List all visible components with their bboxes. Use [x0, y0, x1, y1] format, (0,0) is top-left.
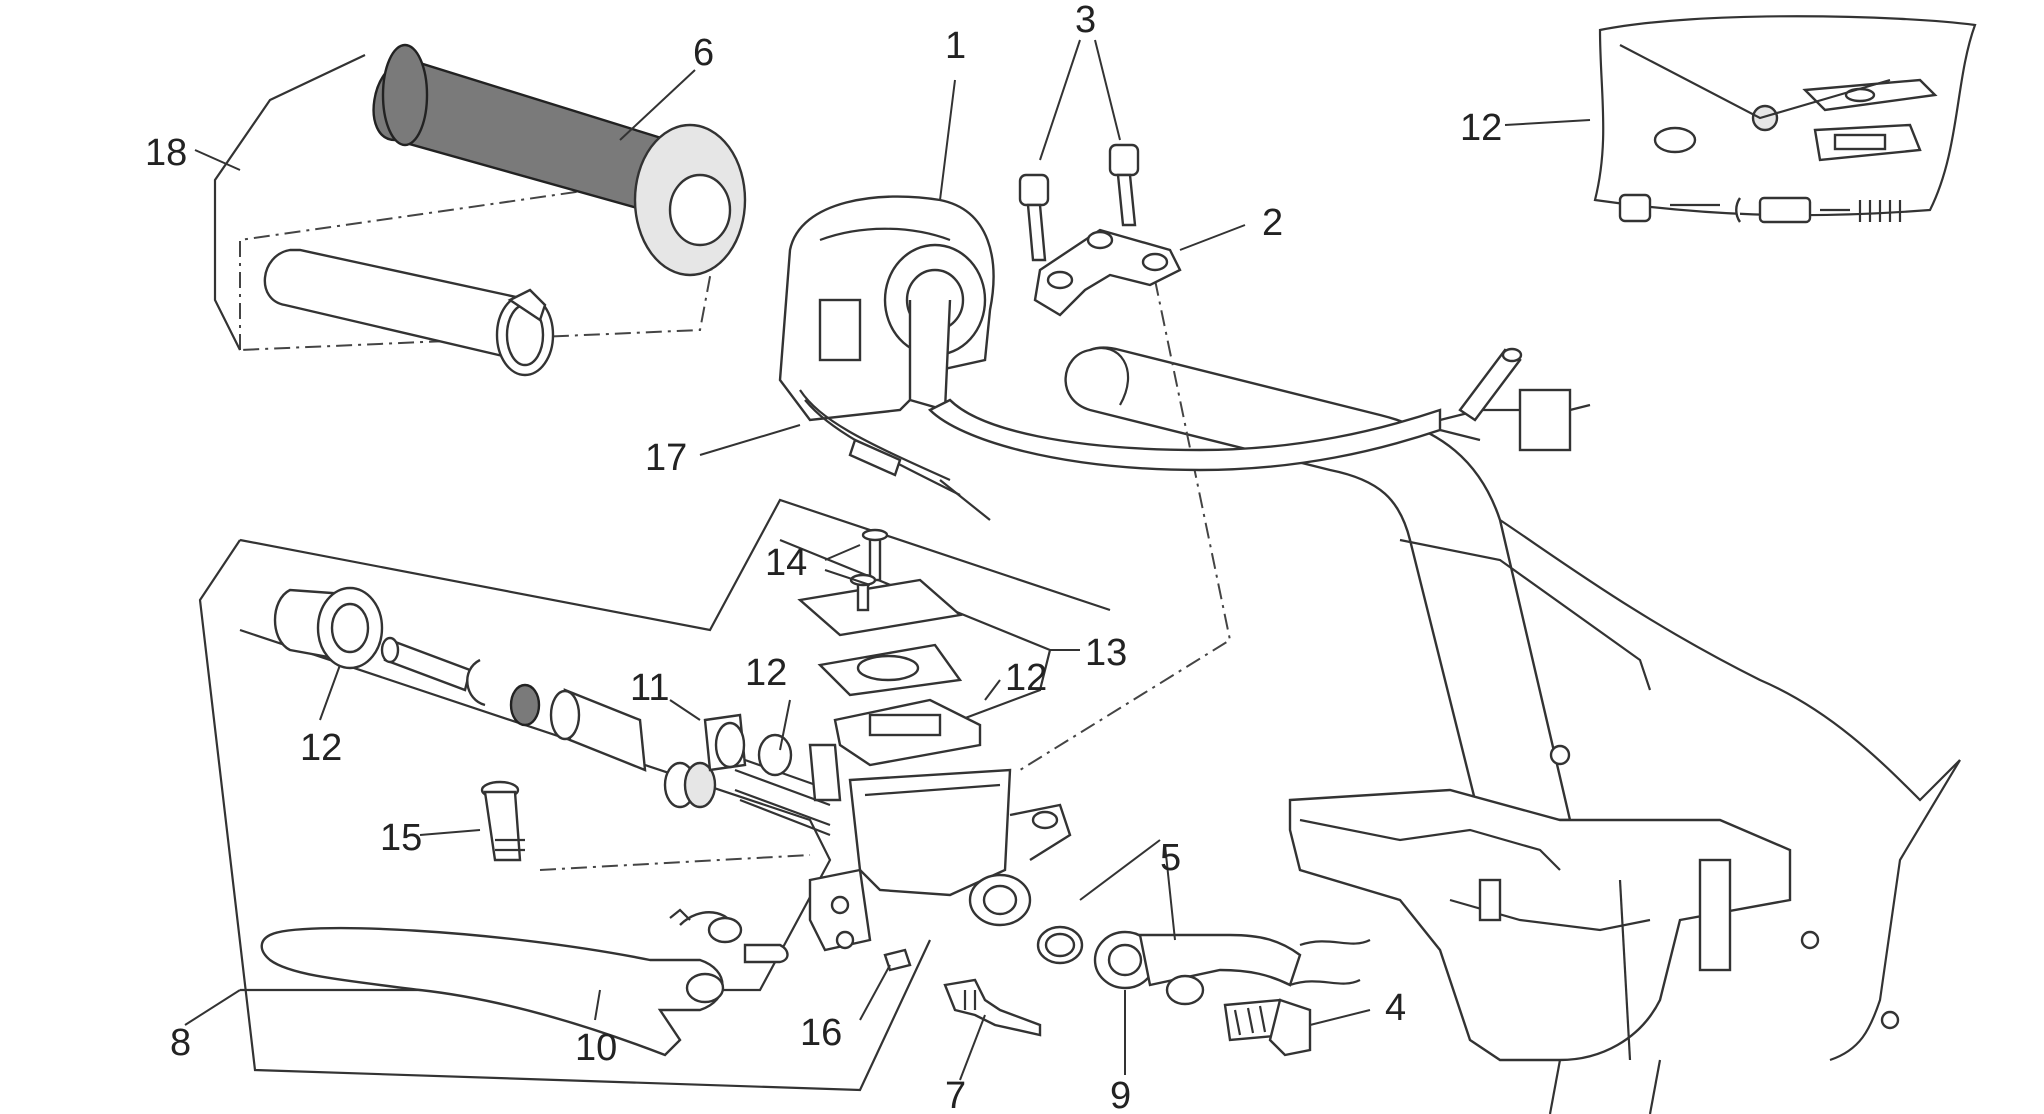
callout-4: 4 [1385, 987, 1406, 1029]
motorcycle-frame [1064, 346, 1961, 1114]
callout-12-right: 12 [1005, 657, 1047, 699]
grip-group-18 [213, 54, 555, 377]
callout-13: 13 [1085, 632, 1127, 674]
inset-panel-12 [1593, 15, 1977, 224]
callout-14: 14 [765, 542, 807, 584]
callout-12-mid: 12 [745, 652, 787, 694]
callout-10: 10 [575, 1027, 617, 1069]
callout-8: 8 [170, 1022, 191, 1064]
callout-12-inset: 12 [1460, 107, 1502, 149]
pivot-bolt-15 [480, 780, 525, 862]
callout-labels: 1 2 3 4 5 6 7 8 9 10 11 12 12 12 12 13 1… [145, 0, 1502, 1114]
callout-15: 15 [380, 817, 422, 859]
callout-9: 9 [1110, 1075, 1131, 1114]
handle-grip-6 [372, 43, 747, 277]
callout-11: 11 [630, 667, 669, 709]
stop-switch-7 [883, 948, 1042, 1037]
callout-18: 18 [145, 132, 187, 174]
callout-7: 7 [945, 1075, 966, 1114]
clamp-2 [1033, 228, 1182, 317]
callout-2: 2 [1262, 202, 1283, 244]
switch-housing-1 [778, 195, 1591, 521]
callout-6: 6 [693, 32, 714, 74]
banjo-fitting-9 [1036, 925, 1371, 1057]
callout-1: 1 [945, 25, 966, 67]
brake-lever-8 [260, 908, 789, 1057]
callout-17: 17 [645, 437, 687, 479]
screws-3 [1018, 143, 1140, 262]
callout-3: 3 [1075, 0, 1096, 41]
callout-5: 5 [1160, 837, 1181, 879]
callout-16: 16 [800, 1012, 842, 1054]
reservoir-cover-13 [797, 528, 982, 767]
leader-lines [184, 39, 1591, 1081]
reservoir-sleeve-12 [273, 586, 842, 837]
master-cylinder-body [808, 768, 1072, 952]
callout-12-left: 12 [300, 727, 342, 769]
